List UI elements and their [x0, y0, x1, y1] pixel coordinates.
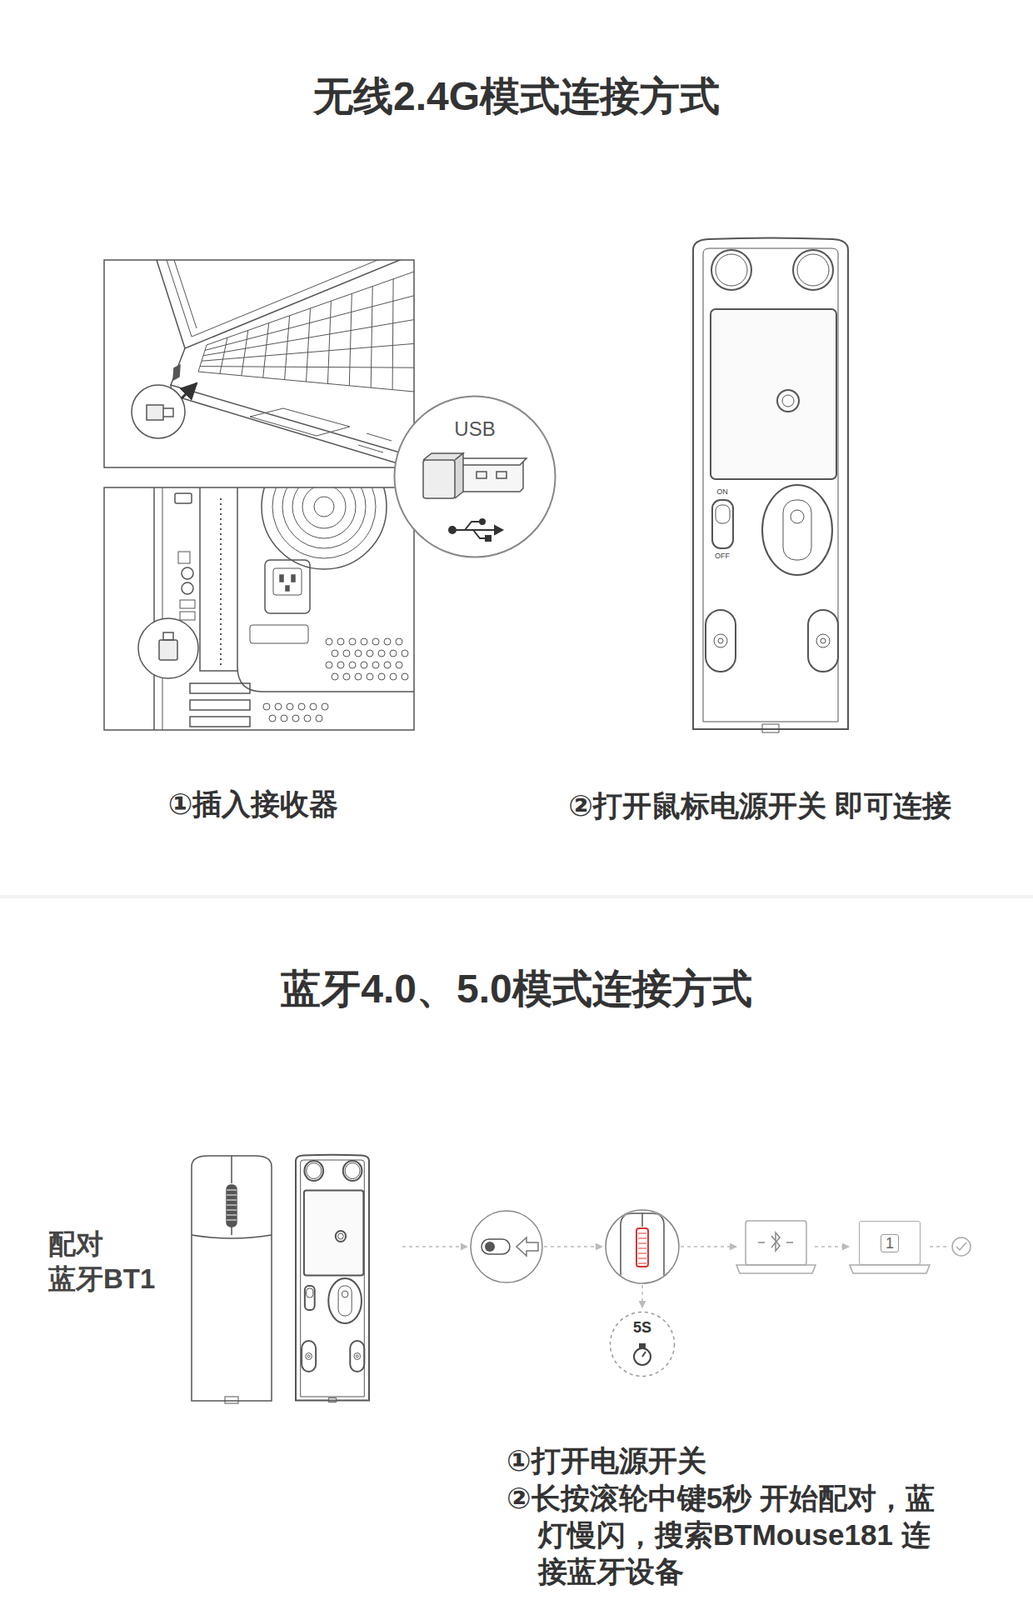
usb-callout: USB	[393, 394, 557, 559]
label-holder: 配对 蓝牙BT1	[48, 1226, 155, 1297]
label-holder: OFF	[705, 551, 739, 560]
label-holder: ①打开电源开关	[506, 1442, 707, 1479]
laptop-screen: 1	[858, 1220, 921, 1265]
switch-label: OFF	[705, 551, 739, 560]
step-text: ①插入接收器	[86, 785, 420, 823]
node-text: 1	[880, 1233, 899, 1253]
title-holder: 无线2.4G模式连接方式	[0, 72, 1033, 121]
label-holder: ①插入接收器	[86, 785, 420, 823]
label-holder: 蓝牙4.0、5.0模式连接方式	[0, 964, 1033, 1014]
page-title: 无线2.4G模式连接方式	[0, 72, 1033, 121]
node-text: USB	[454, 419, 495, 439]
node-text: 5S	[633, 1317, 652, 1337]
label-holder: ON	[705, 487, 739, 496]
timer-circle	[610, 1312, 675, 1377]
label-holder: ②打开鼠标电源开关 即可连接	[509, 787, 1010, 824]
step-text: ②打开鼠标电源开关 即可连接	[509, 787, 1010, 824]
section-title: 蓝牙4.0、5.0模式连接方式	[0, 964, 1033, 1014]
step-text: ②长按滚轮中键5秒 开始配对，蓝灯慢闪，搜索BTMouse181 连接蓝牙设备	[506, 1479, 936, 1590]
step-text: ①打开电源开关	[506, 1442, 707, 1479]
hold-timer: 5S	[608, 1310, 676, 1378]
label-holder: ②长按滚轮中键5秒 开始配对，蓝灯慢闪，搜索BTMouse181 连接蓝牙设备	[506, 1479, 936, 1590]
usb-symbol	[449, 518, 503, 541]
pair-label: 配对 蓝牙BT1	[48, 1226, 155, 1297]
callout-circle	[394, 396, 556, 558]
switch-label: ON	[705, 487, 739, 496]
usb-receiver-icon	[423, 453, 527, 499]
stopwatch-icon	[633, 1343, 651, 1365]
